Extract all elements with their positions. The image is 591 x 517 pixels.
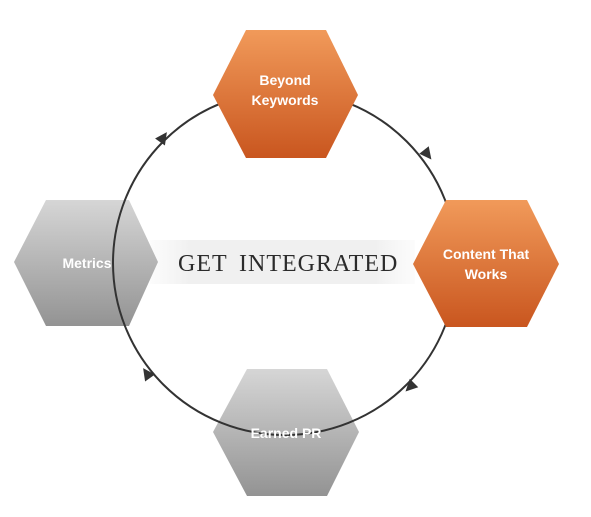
beyond-keywords-label-line2: Keywords — [252, 92, 319, 108]
center-title-word2: INTEGRATED — [239, 251, 398, 277]
content-that-works-label-line2: Works — [465, 266, 508, 282]
earned-pr-label: Earned PR — [251, 425, 322, 441]
cycle-arrow-top-right — [419, 146, 432, 160]
title-band — [150, 240, 415, 284]
beyond-keywords-label-line1: Beyond — [259, 72, 310, 88]
cycle-arrow-bottom-left — [143, 368, 155, 382]
metrics-label: Metrics — [62, 255, 111, 271]
center-title-word1: GET — [178, 251, 228, 277]
hex-earned-pr — [213, 369, 359, 496]
hex-content-that-works — [413, 200, 559, 327]
hex-beyond-keywords — [213, 30, 358, 158]
content-that-works-label-line1: Content That — [443, 246, 530, 262]
hex-metrics — [14, 200, 158, 326]
cycle-arrow-top-left — [155, 132, 167, 146]
